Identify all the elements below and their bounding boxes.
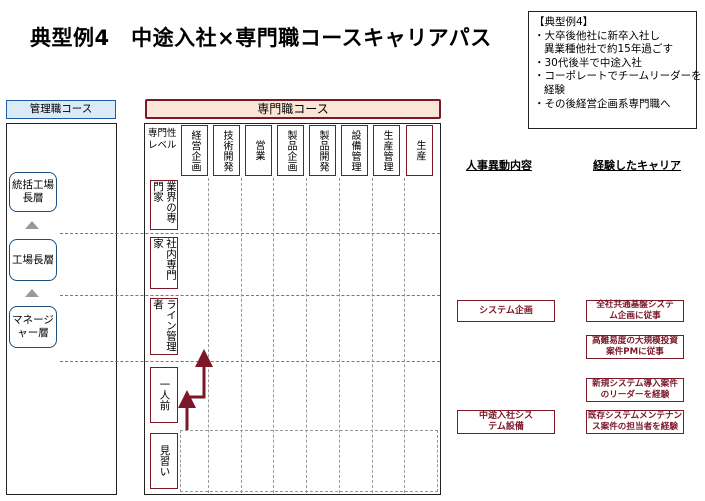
grid-line: [273, 178, 274, 493]
move-system-planning: システム企画: [457, 300, 555, 322]
career-path-arrow: [189, 349, 213, 399]
column-product-development: 製品開発: [309, 125, 336, 176]
column-production: 生産: [406, 125, 433, 176]
note-line: ・大卒後他社に新卒入社し: [534, 29, 660, 42]
personnel-moves-header: 人事異動内容: [466, 159, 532, 172]
level-fully-competent: 一人前: [150, 367, 178, 423]
specialty-level-label: 専門性 レベル: [148, 128, 177, 151]
note-line: 異業種他社で約15年過ごす: [544, 43, 673, 56]
note-heading: 【典型例4】: [534, 16, 594, 28]
level-trainee: 見習い: [150, 433, 178, 489]
level-plant-manager: 工場長層: [9, 239, 57, 281]
note-line: 経験: [544, 83, 565, 96]
up-arrow-icon: [25, 221, 39, 229]
note-line: ・その後経営企画系専門職へ: [534, 97, 671, 110]
column-technology-development: 技術開発: [213, 125, 240, 176]
specialist-course-header: 専門職コース: [145, 99, 441, 119]
career-system-maintenance: 既存システムメンテナンス案件の担当者を経験: [586, 410, 684, 434]
level-separator: [60, 233, 440, 234]
career-new-system-leader: 新規システム導入案件のリーダーを経験: [586, 378, 684, 402]
career-experience-header: 経験したキャリア: [593, 159, 681, 172]
column-equipment-management: 設備管理: [341, 125, 368, 176]
column-sales: 営業: [245, 125, 272, 176]
up-arrow-icon: [25, 289, 39, 297]
case-note: 【典型例4】 ・大卒後他社に新卒入社し 異業種他社で約15年過ごす ・30代後半…: [528, 11, 702, 129]
level-line-manager: ライン管理者: [150, 298, 178, 355]
trainee-area: [180, 430, 438, 492]
move-mid-career-entry: 中途入社システム設備: [457, 410, 555, 434]
note-line: ・コーポレートでチームリーダーを: [534, 70, 702, 83]
management-course-column: [6, 123, 117, 495]
level-industry-expert: 業界の専門家: [150, 180, 178, 230]
grid-line: [241, 178, 242, 493]
level-separator: [60, 295, 440, 296]
grid-line: [306, 178, 307, 493]
level-general-plant-manager: 統括工場長層: [9, 172, 57, 212]
grid-line: [208, 178, 209, 493]
page-title: 典型例4 中途入社×専門職コースキャリアパス: [30, 26, 492, 50]
grid-line: [372, 178, 373, 493]
management-course-header: 管理職コース: [6, 100, 116, 119]
column-production-management: 生産管理: [373, 125, 400, 176]
level-separator: [60, 361, 440, 362]
level-manager: マネージャー層: [9, 306, 57, 348]
career-large-investment-pm: 高難易度の大規模投資案件PMに従事: [586, 335, 684, 359]
specialist-course-column: [144, 123, 441, 495]
column-product-planning: 製品企画: [277, 125, 304, 176]
note-line: ・30代後半で中途入社: [534, 56, 642, 69]
column-corporate-planning: 経営企画: [181, 125, 208, 176]
grid-line: [404, 178, 405, 493]
level-internal-expert: 社内専門家: [150, 237, 178, 289]
grid-line: [339, 178, 340, 493]
career-system-planning: 全社共通基盤システム企画に従事: [586, 300, 684, 322]
